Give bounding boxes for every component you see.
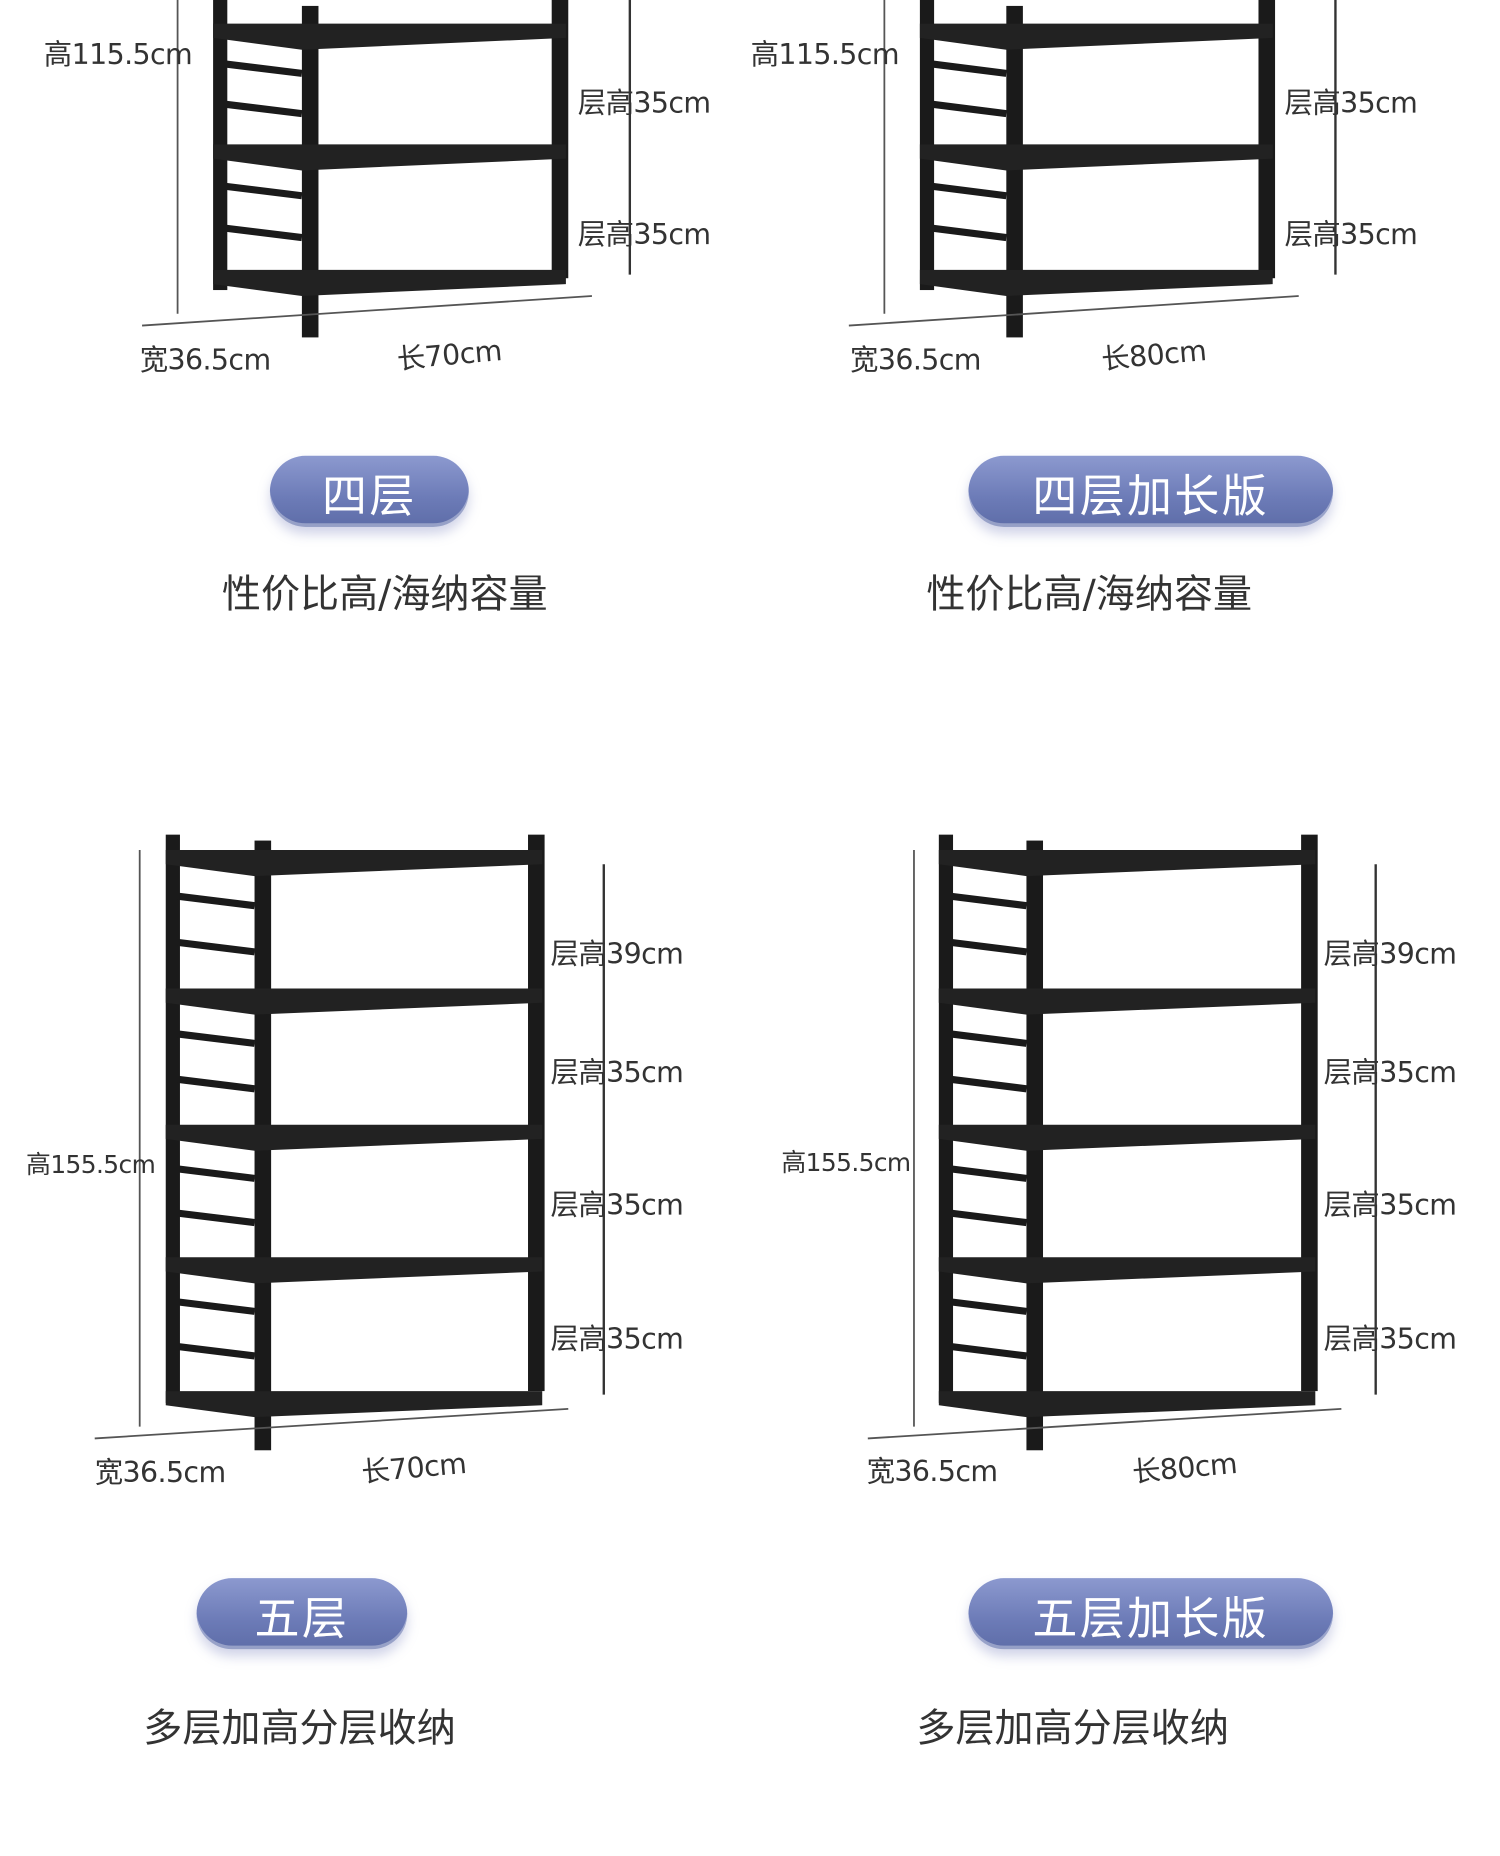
side-bar	[177, 1298, 255, 1315]
length-dimension-line	[867, 1407, 1342, 1440]
side-bar	[177, 892, 255, 910]
height-label: 高155.5cm	[781, 1148, 911, 1177]
shelf-board	[919, 269, 1273, 296]
variant-subtitle: 性价比高/海纳容量	[221, 570, 548, 617]
length-dimension-line	[142, 295, 593, 327]
shelf-post	[165, 834, 180, 1403]
layer-height-label: 层高39cm	[1323, 937, 1457, 971]
side-bar	[950, 1298, 1027, 1315]
side-bar	[224, 224, 303, 242]
side-bar	[224, 60, 303, 77]
layer-height-label: 层高35cm	[1323, 1322, 1457, 1356]
width-label: 宽36.5cm	[94, 1456, 226, 1490]
shelf-post	[938, 834, 954, 1403]
layer-height-label: 层高35cm	[550, 1322, 684, 1356]
side-bar	[950, 1030, 1027, 1047]
layer-height-label: 层高35cm	[1323, 1056, 1457, 1090]
layer-height-label: 层高35cm	[1284, 86, 1418, 120]
variant-pill[interactable]: 五层加长版	[968, 1578, 1334, 1650]
height-label: 高155.5cm	[26, 1150, 156, 1180]
shelf-board	[165, 1124, 543, 1151]
shelf-post	[1006, 5, 1023, 338]
width-label: 宽36.5cm	[850, 343, 981, 377]
shelf-post	[528, 834, 545, 1392]
layer-height-label: 层高35cm	[1323, 1188, 1457, 1222]
variant-subtitle: 性价比高/海纳容量	[926, 570, 1253, 617]
shelf-board	[165, 850, 543, 877]
side-bar	[177, 1165, 255, 1182]
width-label: 宽36.5cm	[866, 1455, 998, 1489]
variant-pill[interactable]: 五层	[196, 1578, 408, 1650]
shelf-board	[213, 144, 566, 171]
shelf-board	[938, 1391, 1316, 1418]
layer-height-label: 层高39cm	[550, 937, 684, 971]
shelf-post	[551, 0, 569, 279]
height-label: 高115.5cm	[750, 37, 900, 72]
side-bar	[931, 100, 1007, 118]
side-bar	[950, 1342, 1027, 1360]
shelf-board	[938, 988, 1316, 1015]
shelf-board	[919, 23, 1273, 50]
shelf-post	[1301, 834, 1318, 1392]
layer-height-label: 层高35cm	[1284, 217, 1418, 251]
side-bar	[950, 1209, 1027, 1227]
layer-height-label: 层高35cm	[550, 1188, 684, 1222]
variant-pill[interactable]: 四层	[269, 455, 469, 527]
side-bar	[950, 1075, 1027, 1093]
shelf-board	[919, 144, 1273, 171]
side-bar	[177, 938, 255, 956]
layer-height-label: 层高35cm	[550, 1056, 684, 1090]
side-bar	[177, 1030, 255, 1047]
shelf-post	[1258, 0, 1276, 279]
height-label: 高115.5cm	[43, 37, 193, 72]
side-bar	[177, 1075, 255, 1093]
side-bar	[177, 1342, 255, 1360]
side-bar	[931, 224, 1007, 242]
variant-subtitle: 多层加高分层收纳	[143, 1704, 456, 1751]
shelf-board	[938, 1257, 1316, 1284]
shelf-board	[213, 269, 566, 296]
side-bar	[950, 892, 1027, 910]
shelf-post	[301, 5, 319, 338]
side-bar	[931, 60, 1007, 77]
side-bar	[177, 1209, 255, 1227]
shelf-board	[938, 850, 1316, 877]
length-dimension-line	[848, 295, 1299, 327]
shelf-board	[213, 23, 566, 50]
side-bar	[950, 938, 1027, 956]
width-label: 宽36.5cm	[139, 343, 271, 377]
layer-height-label: 层高35cm	[577, 217, 711, 251]
layer-height-label: 层高35cm	[577, 86, 711, 120]
side-bar	[950, 1165, 1027, 1182]
variant-pill[interactable]: 四层加长版	[968, 455, 1334, 527]
shelf-board	[165, 988, 543, 1015]
variant-subtitle: 多层加高分层收纳	[916, 1704, 1229, 1751]
length-dimension-line	[94, 1407, 569, 1440]
shelf-board	[165, 1391, 543, 1418]
shelf-board	[165, 1257, 543, 1284]
side-bar	[224, 100, 303, 118]
side-bar	[931, 182, 1007, 200]
side-bar	[224, 182, 303, 200]
shelf-board	[938, 1124, 1316, 1151]
